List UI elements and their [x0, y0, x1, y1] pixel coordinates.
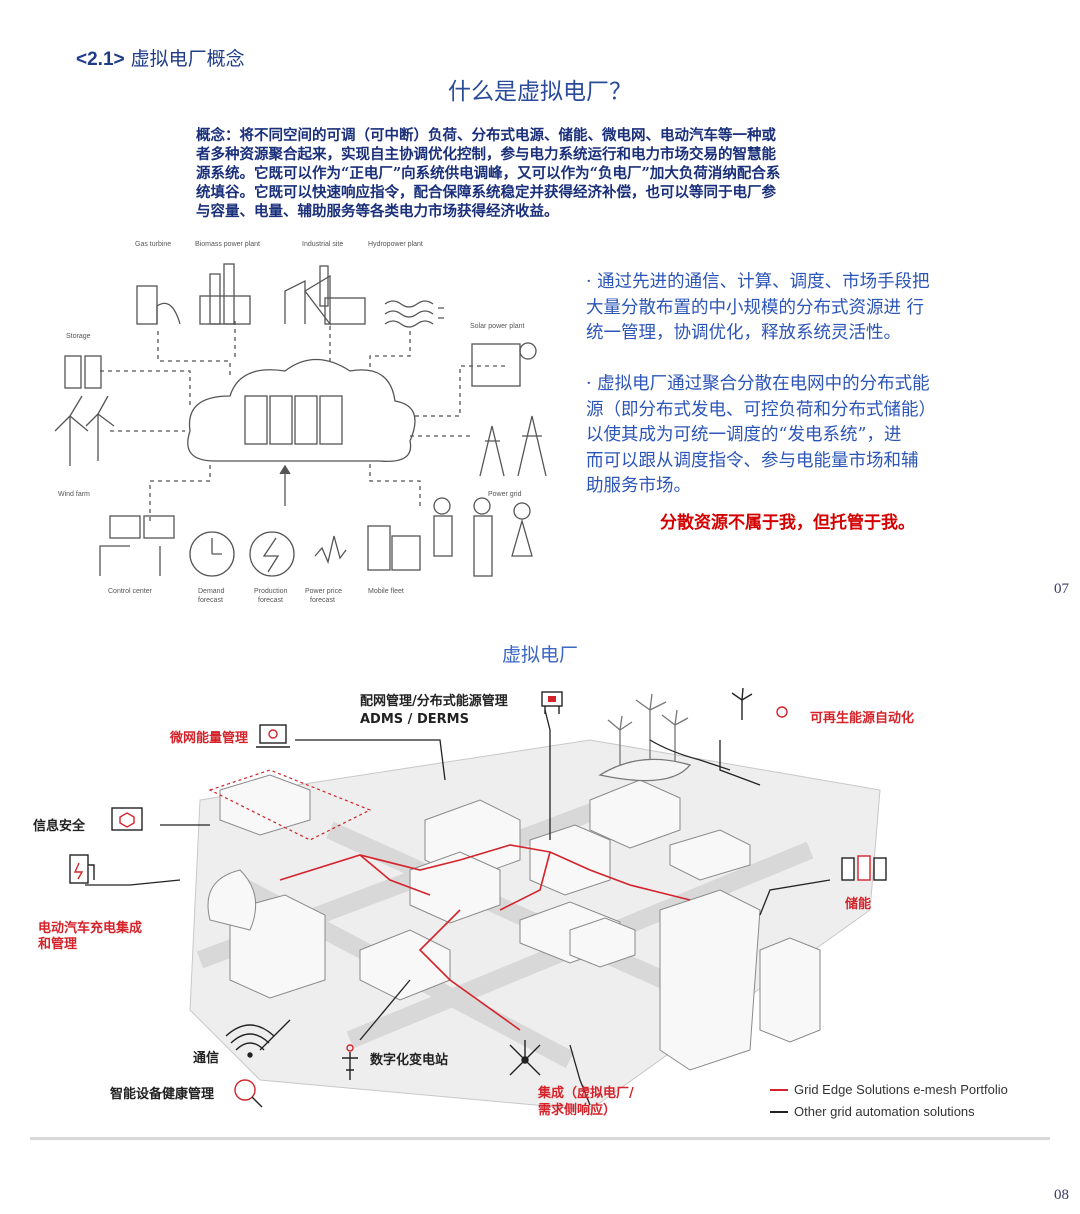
wind-turbine-icon: [54, 395, 115, 466]
section-title: 虚拟电厂概念: [124, 48, 245, 70]
battery-icon: [841, 855, 887, 881]
solar-panel-icon: [471, 342, 537, 387]
label-wind: Wind farm: [58, 491, 90, 498]
label-security: 信息安全: [33, 818, 86, 834]
legend-label: Other grid automation solutions: [794, 1104, 975, 1119]
battery-storage-icon: [64, 355, 102, 389]
concept-line: 源系统。它既可以作为“正电厂”向系统供电调峰，又可以作为“负电厂”加大负荷消纳配…: [196, 165, 781, 182]
server-rack-icon: [541, 691, 563, 714]
label-communication: 通信: [193, 1050, 219, 1066]
label-adms: 配网管理/分布式能源管理: [360, 693, 508, 709]
concept-paragraph: 概念：将不同空间的可调（可中断）负荷、分布式电源、储能、微电网、电动汽车等一种或…: [196, 126, 886, 221]
legend: Grid Edge Solutions e-mesh Portfolio Oth…: [770, 1082, 1008, 1119]
label-storage: Storage: [66, 333, 91, 340]
bullet-line: 大量分散布置的中小规模的分布式资源进 行: [586, 297, 925, 318]
bullet-line: 统一管理，协调优化，释放系统灵活性。: [586, 323, 901, 343]
biomass-plant-icon: [199, 263, 251, 325]
page-title: 什么是虚拟电厂？: [448, 79, 632, 105]
label-hydropower: Hydropower plant: [368, 241, 423, 248]
page-divider: [30, 1137, 1050, 1140]
shield-icon: [111, 807, 143, 831]
wind-sun-icon: [731, 687, 788, 720]
label-mobile: Mobile fleet: [368, 588, 404, 595]
concept-line: 与容量、电量、辅助服务等各类电力市场获得经济收益。: [196, 203, 559, 220]
bullet-point-1: · 通过先进的通信、计算、调度、市场手段把 大量分散布置的中小规模的分布式资源进…: [586, 270, 1016, 347]
label-adms: ADMS / DERMS: [360, 712, 469, 727]
label-solar: Solar power plant: [470, 323, 525, 330]
page-number: 08: [1054, 1187, 1069, 1203]
label-renewable: 可再生能源自动化: [810, 710, 914, 726]
label-industrial: Industrial site: [302, 241, 343, 248]
hydropower-icon: [384, 300, 444, 328]
bullet-line: 助服务市场。: [586, 476, 691, 496]
label-vpp: 需求侧响应）: [538, 1102, 616, 1118]
label-substation: 数字化变电站: [370, 1052, 448, 1068]
label-control: Control center: [108, 588, 153, 595]
label-price: Power price: [305, 588, 342, 595]
clock-icon: [189, 531, 235, 577]
power-grid-icon: [479, 415, 547, 477]
label-vpp: 集成（虚拟电厂/: [537, 1085, 634, 1101]
substation-icon: [342, 1044, 358, 1080]
control-center-icon: [99, 515, 175, 576]
gas-turbine-icon: [136, 285, 181, 325]
label-health: 智能设备健康管理: [110, 1086, 214, 1102]
bullet-point-2: · 虚拟电厂通过聚合分散在电网中的分布式能 源（即分布式发电、可控负荷和分布式储…: [586, 372, 1016, 500]
label-gas-turbine: Gas turbine: [135, 241, 171, 248]
label-storage: 储能: [844, 896, 871, 912]
bullet-line: · 虚拟电厂通过聚合分散在电网中的分布式能: [586, 374, 930, 394]
label-demand: forecast: [198, 597, 223, 604]
ev-charger-icon: [69, 854, 95, 884]
page-number: 07: [1054, 581, 1069, 597]
cloud-icon: [187, 358, 416, 462]
network-hub-icon: [509, 1040, 541, 1076]
concept-line: 统填谷。它既可以快速响应指令，配合保障系统稳定并获得经济补偿，也可以等同于电厂参: [196, 184, 776, 201]
label-production: forecast: [258, 597, 283, 604]
label-microgrid: 微网能量管理: [169, 730, 248, 746]
bullet-line: 源（即分布式发电、可控负荷和分布式储能）: [586, 399, 936, 420]
concept-line: 者多种资源聚合起来，实现自主协调优化控制，参与电力系统运行和电力市场交易的智慧能: [196, 146, 776, 163]
bullet-line: · 通过先进的通信、计算、调度、市场手段把: [586, 272, 930, 292]
label-demand: Demand: [198, 588, 225, 595]
mobile-fleet-icon: [367, 497, 533, 577]
label-production: Production: [254, 588, 288, 595]
price-chart-icon: [314, 535, 347, 565]
label-price: forecast: [310, 597, 335, 604]
wifi-icon: [225, 1024, 275, 1058]
label-ev: 电动汽车充电集成: [38, 920, 142, 936]
vpp-concept-diagram: Gas turbine Biomass power plant Industri…: [54, 241, 547, 604]
slogan: 分散资源不属于我，但托管于我。: [660, 513, 915, 533]
magnifier-icon: [234, 1079, 263, 1108]
industrial-site-icon: [284, 265, 366, 326]
page-title: 虚拟电厂: [501, 644, 578, 666]
laptop-icon: [256, 724, 290, 748]
concept-line: 概念：将不同空间的可调（可中断）负荷、分布式电源、储能、微电网、电动汽车等一种或: [196, 127, 776, 144]
label-grid: Power grid: [488, 491, 522, 498]
label-biomass: Biomass power plant: [195, 241, 260, 248]
legend-label: Grid Edge Solutions e-mesh Portfolio: [794, 1082, 1008, 1097]
bullet-line: 而可以跟从调度指令、参与电能量市场和辅: [586, 450, 919, 471]
label-ev: 和管理: [38, 936, 77, 952]
vpp-city-illustration: 微网能量管理 配网管理/分布式能源管理 ADMS / DERMS 可再生能源自动…: [33, 687, 1008, 1119]
section-number: <2.1>: [76, 49, 125, 70]
section-heading: <2.1> 虚拟电厂概念: [76, 44, 245, 71]
lightning-icon: [249, 531, 295, 577]
bullet-line: 以使其成为可统一调度的“发电系统”，进: [586, 425, 902, 445]
